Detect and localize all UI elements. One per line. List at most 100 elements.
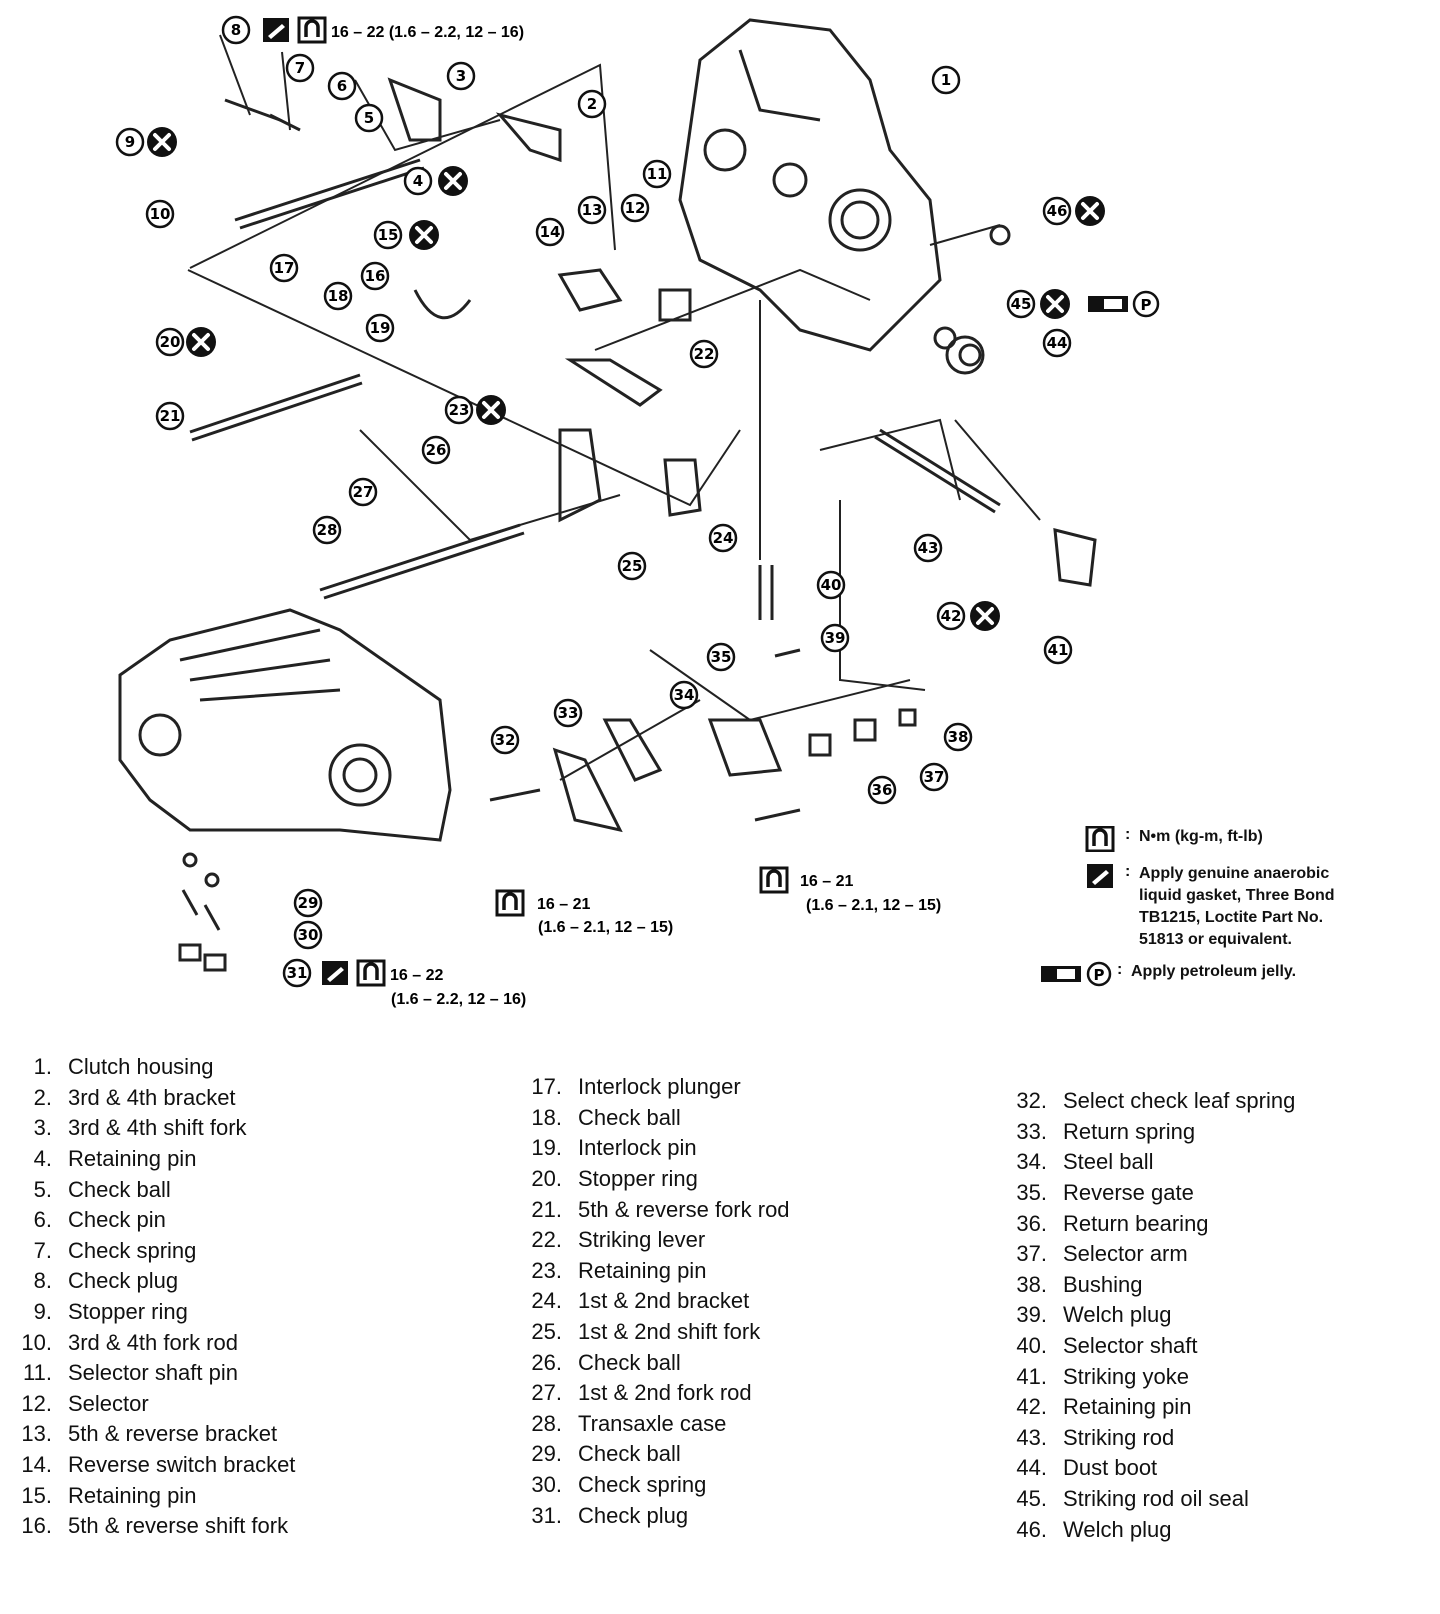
callout-12: 12: [620, 193, 650, 223]
torque-icon: [297, 16, 327, 44]
part-name: Check ball: [578, 1349, 681, 1375]
callout-23: 23: [444, 395, 474, 425]
legend-torque-text: N•m (kg-m, ft-lb): [1139, 828, 1263, 845]
parts-list-item: 25.1st & 2nd shift fork: [510, 1317, 790, 1348]
svg-text:9: 9: [125, 133, 135, 151]
torque-spec-bolt-mid-sub: (1.6 – 2.1, 12 – 15): [806, 897, 941, 914]
part-name: Select check leaf spring: [1063, 1088, 1296, 1114]
part-name: Striking rod oil seal: [1063, 1486, 1249, 1512]
svg-text:30: 30: [298, 926, 319, 944]
part-name: Check spring: [578, 1472, 707, 1498]
callout-10: 10: [145, 199, 175, 229]
torque-spec-bolt-left-sub: (1.6 – 2.1, 12 – 15): [538, 919, 673, 936]
part-number: 29.: [531, 1441, 562, 1467]
svg-text:38: 38: [948, 728, 969, 746]
part-number: 8.: [33, 1268, 52, 1294]
callout-8: 8: [221, 15, 251, 45]
part-number: 7.: [33, 1237, 52, 1263]
part-number: 26.: [531, 1349, 562, 1375]
parts-list-item: 29.Check ball: [510, 1439, 790, 1470]
callout-32: 32: [490, 725, 520, 755]
part-name: Interlock plunger: [578, 1074, 741, 1100]
parts-list-item: 28.Transaxle case: [510, 1409, 790, 1440]
callout-26: 26: [421, 435, 451, 465]
legend-gasket-line: 51813 or equivalent.: [1139, 931, 1292, 948]
callout-38: 38: [943, 722, 973, 752]
part-name: Check spring: [68, 1237, 197, 1263]
part-name: Return bearing: [1063, 1210, 1209, 1236]
parts-list-item: 4.Retaining pin: [0, 1144, 295, 1175]
svg-text:15: 15: [378, 226, 399, 244]
parts-list-item: 38.Bushing: [995, 1270, 1295, 1301]
part-number: 25.: [531, 1319, 562, 1345]
callout-44: 44: [1042, 328, 1072, 358]
part-name: Reverse gate: [1063, 1180, 1194, 1206]
svg-text:4: 4: [413, 172, 423, 190]
callout-15: 15: [373, 220, 403, 250]
callout-40: 40: [816, 570, 846, 600]
part-number: 46.: [1016, 1516, 1047, 1542]
svg-text:6: 6: [337, 77, 347, 95]
part-number: 44.: [1016, 1455, 1047, 1481]
part-number: 12.: [21, 1390, 52, 1416]
part-number: 24.: [531, 1288, 562, 1314]
part-number: 21.: [531, 1196, 562, 1222]
parts-list-item: 45.Striking rod oil seal: [995, 1484, 1295, 1515]
parts-list-item: 44.Dust boot: [995, 1453, 1295, 1484]
part-number: 13.: [21, 1421, 52, 1447]
svg-text:20: 20: [160, 333, 181, 351]
torque-icon: [1085, 825, 1125, 857]
part-name: Striking rod: [1063, 1424, 1175, 1450]
parts-list-item: 1.Clutch housing: [0, 1052, 295, 1083]
leader-lines: [187, 34, 1041, 781]
part-number: 37.: [1016, 1241, 1047, 1267]
parts-list-item: 2.3rd & 4th bracket: [0, 1083, 295, 1114]
callout-25: 25: [617, 551, 647, 581]
torque-spec-bolt-left: 16 – 21: [537, 896, 590, 913]
part-name: Striking yoke: [1063, 1363, 1189, 1389]
callout-16: 16: [360, 261, 390, 291]
torque-spec-check-plug: 16 – 22 (1.6 – 2.2, 12 – 16): [331, 24, 524, 41]
svg-text:18: 18: [328, 287, 349, 305]
part-number: 3.: [33, 1115, 52, 1141]
legend-torque-row: : N•m (kg-m, ft-lb): [1085, 825, 1425, 857]
part-name: Check ball: [578, 1104, 681, 1130]
x-icon: [407, 218, 441, 252]
parts-list-item: 18.Check ball: [510, 1103, 790, 1134]
svg-text:34: 34: [674, 686, 695, 704]
svg-text:27: 27: [353, 483, 374, 501]
part-number: 11.: [23, 1360, 52, 1386]
legend-gasket-line: liquid gasket, Three Bond: [1139, 887, 1335, 904]
parts-list-item: 24.1st & 2nd bracket: [510, 1286, 790, 1317]
svg-text:17: 17: [274, 259, 295, 277]
svg-text:19: 19: [370, 319, 391, 337]
svg-text:16: 16: [365, 267, 386, 285]
part-name: 5th & reverse bracket: [68, 1421, 278, 1447]
svg-text:40: 40: [821, 576, 842, 594]
svg-text:12: 12: [625, 199, 646, 217]
small-parts: [178, 77, 1097, 972]
part-name: 1st & 2nd fork rod: [578, 1380, 752, 1406]
part-name: Welch plug: [1063, 1302, 1172, 1328]
part-name: Striking lever: [578, 1227, 706, 1253]
svg-text:23: 23: [449, 401, 470, 419]
callout-13: 13: [577, 195, 607, 225]
callout-29: 29: [293, 888, 323, 918]
part-number: 30.: [531, 1472, 562, 1498]
x-icon: [1073, 194, 1107, 228]
svg-text:37: 37: [924, 768, 945, 786]
parts-list-item: 40.Selector shaft: [995, 1331, 1295, 1362]
svg-text:26: 26: [426, 441, 447, 459]
part-name: Retaining pin: [1063, 1394, 1192, 1420]
parts-list-item: 11.Selector shaft pin: [0, 1358, 295, 1389]
svg-text:22: 22: [694, 345, 715, 363]
part-number: 6.: [33, 1207, 52, 1233]
callout-19: 19: [365, 313, 395, 343]
parts-list-item: 8.Check plug: [0, 1266, 295, 1297]
callout-6: 6: [327, 71, 357, 101]
svg-text:21: 21: [160, 407, 181, 425]
callout-18: 18: [323, 281, 353, 311]
